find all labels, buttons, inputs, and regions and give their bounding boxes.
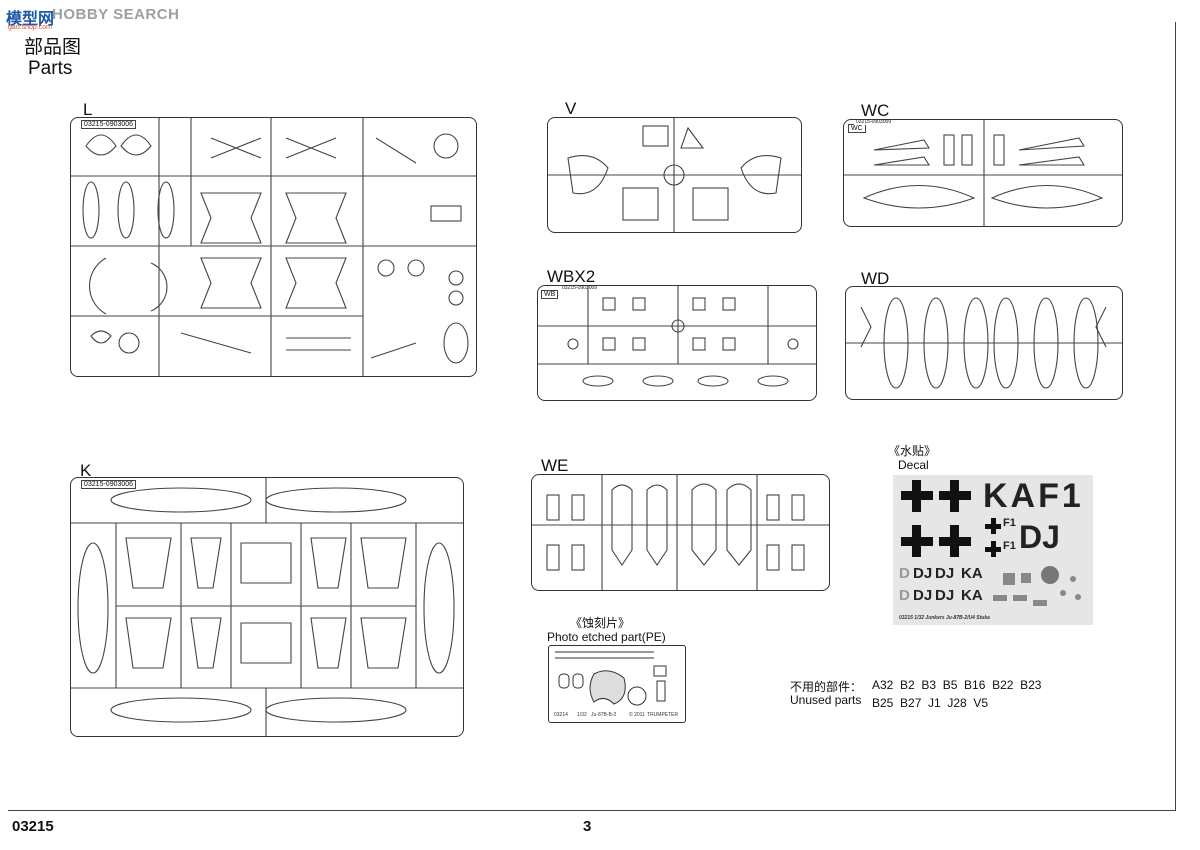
decal-f1-a: F1	[1003, 517, 1016, 529]
decal-code-kaf1: KAF1	[983, 477, 1084, 515]
sprue-k-code: 03215-0903006	[81, 480, 137, 489]
decal-row4-d: D	[899, 587, 910, 604]
sprue-wd	[845, 286, 1123, 400]
page-title-chinese: 部品图	[24, 36, 82, 58]
sprue-l-code: 03215-0903006	[81, 120, 137, 129]
pe-name: Ju-87B-B-2	[591, 712, 617, 718]
decal-row3-dj1: DJ	[913, 565, 933, 582]
sprue-v-label: V	[565, 99, 577, 118]
pe-label: Photo etched part(PE)	[547, 630, 666, 644]
sprue-l: 03215-0903006	[70, 117, 477, 377]
pe-year: © 2011	[629, 712, 645, 718]
watermark-english: HOBBY SEARCH	[52, 6, 180, 23]
sprue-k-drawing	[71, 478, 463, 736]
decal-row3-ka: KA	[961, 565, 983, 582]
decal-row3-dj2: DJ	[935, 565, 955, 582]
sprue-wd-label: WD	[861, 269, 890, 288]
sprue-wc-code: 03215-0903009	[854, 119, 894, 125]
unused-parts-label: Unused parts	[790, 693, 862, 707]
decal-row3-d: D	[899, 565, 910, 582]
watermark-url: gao.shop.com	[8, 24, 52, 31]
pe-brand: TRUMPETER	[647, 712, 679, 718]
pe-fret: 03214 1/32 Ju-87B-B-2 © 2011 TRUMPETER	[548, 645, 686, 723]
sprue-we	[531, 474, 830, 591]
page-number: 3	[583, 818, 592, 835]
decal-sheet: KAF1 DJ F1 F1 D DJ DJ KA D DJ DJ KA 0321…	[893, 475, 1093, 625]
sprue-wc-drawing	[844, 120, 1122, 226]
sprue-wc: WC 03215-0903009	[843, 119, 1123, 227]
sprue-k-label: K	[80, 461, 92, 480]
unused-parts-line2: B25 B27 J1 J28 V5	[872, 696, 989, 710]
footer-product-code: 03215	[12, 818, 54, 835]
sprue-k: 03215-0903006	[70, 477, 464, 737]
sprue-l-label: L	[83, 100, 93, 119]
sprue-wbx2: WB 03215-0903009	[537, 285, 817, 401]
decal-row4-dj2: DJ	[935, 587, 955, 604]
pe-code: 03214	[554, 712, 568, 718]
sprue-wc-label: WC	[861, 101, 890, 120]
decal-code-dj: DJ	[1019, 519, 1060, 555]
sprue-we-drawing	[532, 475, 829, 590]
decal-row4-dj1: DJ	[913, 587, 933, 604]
watermark-chinese: 模型网	[6, 9, 55, 28]
pe-scale: 1/32	[577, 712, 587, 718]
sprue-l-drawing	[71, 118, 476, 376]
page-title: Parts	[28, 58, 73, 79]
pe-fret-drawing	[555, 651, 667, 706]
sprue-wbx2-inner-label: WB	[541, 290, 559, 299]
sprue-v-drawing	[548, 118, 801, 232]
page-border	[8, 22, 1176, 811]
sprue-wd-drawing	[846, 297, 1122, 389]
sprue-wbx2-drawing	[538, 286, 816, 387]
decal-crosses	[901, 480, 1081, 606]
decal-row4-ka: KA	[961, 587, 983, 604]
sprue-wbx2-code: 03215-0903009	[560, 285, 600, 291]
decal-label: Decal	[898, 458, 929, 472]
unused-parts-line1: A32 B2 B3 B5 B16 B22 B23	[872, 678, 1042, 692]
pe-label-cn: 《蚀刻片》	[570, 616, 631, 630]
sprue-v	[547, 117, 802, 233]
decal-label-cn: 《水贴》	[888, 444, 937, 458]
sprue-wbx2-label: WBX2	[547, 267, 596, 286]
unused-parts-label-cn: 不用的部件：	[790, 680, 863, 694]
sprue-we-label: WE	[541, 456, 569, 475]
decal-f1-b: F1	[1003, 540, 1016, 552]
decal-caption: 03215 1/32 Junkers Ju-87B-2/U4 Stuka	[899, 615, 990, 621]
